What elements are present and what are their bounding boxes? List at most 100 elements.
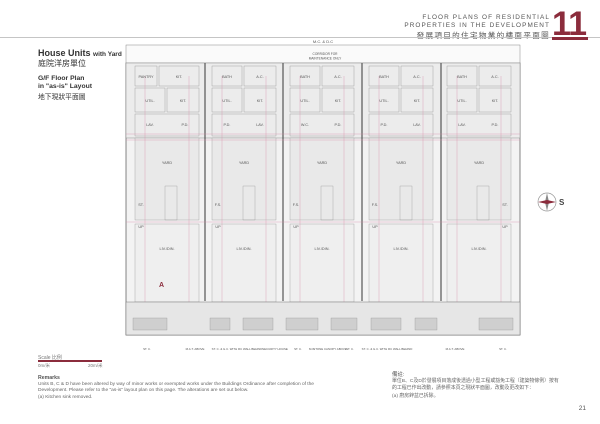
room-up-1: UP	[138, 225, 144, 229]
scale-label: Scale 比例	[38, 355, 62, 361]
top-label: M.C. & D.C	[313, 39, 333, 44]
room-liv-2: LIV./DIN.	[236, 247, 251, 251]
section-number: 11	[552, 5, 587, 43]
room-bath-5: BATH	[457, 75, 467, 79]
room-pd-1: P.D.	[182, 123, 189, 127]
floor-title-en: G/F Floor Plan in "as-is" Layout	[38, 75, 92, 91]
room-bath-2: BATH	[222, 75, 232, 79]
bottom-label-5: M.C.	[309, 347, 315, 351]
plan-title-suffix: with Yard	[93, 51, 122, 58]
notes-zh-note-1: (a) 廚房鋅盆已拆除。	[392, 393, 439, 399]
unit-label-a: A	[159, 282, 164, 289]
room-liv-1: LIV./DIN.	[159, 247, 174, 251]
room-lav-2: LAV.	[256, 123, 264, 127]
room-up-5: UP	[502, 225, 508, 229]
bottom-label-8: ST. C. & G.C. WITH RC WALL BEHIND	[362, 347, 413, 351]
room-pd-5: P.D.	[492, 123, 499, 127]
floor-plan-drawing: M.C. & D.C CORRIDOR FOR MAINTENANCE ONLY	[125, 39, 521, 351]
bottom-label-9: M.A.T. ABOVE	[446, 347, 465, 351]
room-wc-3: W.C.	[301, 123, 309, 127]
header-title-zh: 發展項目的住宅物業的樓面平面圖	[416, 31, 550, 40]
room-ac-3: A.C.	[334, 75, 341, 79]
bottom-label-10: ST. C.	[499, 347, 507, 351]
room-pantry: PANTRY	[138, 75, 154, 79]
room-fs-2: F.S.	[215, 203, 222, 207]
room-bath-4: BATH	[379, 75, 389, 79]
room-ac-2: A.C.	[256, 75, 263, 79]
room-labels: PANTRY KIT. UTIL. KIT. BATH A.C. UTIL. K…	[138, 75, 508, 251]
compass-icon: S	[537, 192, 565, 212]
bottom-label-6: STONE CANOPY ABOVE	[313, 347, 347, 351]
service-rooms	[134, 65, 512, 137]
room-yard-1: YARD	[162, 161, 173, 165]
compass-direction: S	[559, 198, 565, 207]
room-yard-4: YARD	[396, 161, 407, 165]
room-pd-2: P.D.	[224, 123, 231, 127]
room-yard-2: YARD	[239, 161, 250, 165]
plan-title-zh: 庭院洋房單位	[38, 59, 86, 68]
corridor-label-1: CORRIDOR FOR	[313, 52, 339, 56]
room-lav-5: LAV.	[458, 123, 466, 127]
unit-walls	[204, 63, 442, 301]
room-kitchen-5: KIT.	[492, 99, 499, 103]
plan-title-en: House Units with Yard	[38, 48, 122, 58]
room-pd-3: P.D.	[335, 123, 342, 127]
remarks-note-1: (a) Kitchen sink removed.	[38, 394, 93, 400]
stair-hatching	[164, 185, 490, 221]
room-store-5: ST.	[502, 203, 508, 207]
service-band	[125, 62, 521, 139]
bottom-label-1: M.A.T. ABOVE	[186, 347, 205, 351]
room-up-3: UP	[293, 225, 299, 229]
room-utility-1: UTIL.	[145, 99, 154, 103]
bottom-labels: ST. C. M.A.T. ABOVE ST. C. & G.C. WITH R…	[143, 347, 507, 351]
notes-zh-title: 備註:	[392, 372, 405, 378]
room-lav-4: LAV.	[413, 123, 421, 127]
room-kitchen-3: KIT.	[335, 99, 342, 103]
room-fs-3: F.S.	[293, 203, 300, 207]
scale-max: 20m/米	[88, 363, 103, 368]
room-up-4: UP	[372, 225, 378, 229]
yard-areas	[134, 137, 512, 221]
room-fs-4: F.S.	[372, 203, 379, 207]
header-divider	[0, 37, 600, 38]
room-yard-3: YARD	[317, 161, 328, 165]
room-ac-4: A.C.	[413, 75, 420, 79]
room-utility-2: UTIL.	[222, 99, 231, 103]
room-store-1: ST.	[138, 203, 144, 207]
page-number: 21	[578, 405, 586, 412]
remarks-body: Units B, C & D have been altered by way …	[38, 382, 328, 401]
room-up-2: UP	[215, 225, 221, 229]
scale-min: 0m/米	[38, 363, 51, 368]
room-bath-3: BATH	[300, 75, 310, 79]
room-ac-5: A.C.	[491, 75, 498, 79]
corridor-label-2: MAINTENANCE ONLY	[309, 57, 342, 61]
notes-zh-body: 單位B、C及D於發展項目落成後透過小型工程或豁免工程（建築物條例）按有的工程已作…	[392, 378, 562, 400]
bottom-label-3: SECURITY HOUSE	[262, 347, 288, 351]
room-liv-4: LIV./DIN.	[393, 247, 408, 251]
room-kitchen-1b: KIT.	[180, 99, 187, 103]
room-liv-3: LIV./DIN.	[314, 247, 329, 251]
floor-title-line1: G/F Floor Plan	[38, 75, 85, 82]
bottom-label-0: ST. C.	[143, 347, 151, 351]
room-kitchen-1: KIT.	[176, 75, 183, 79]
header-accent-strip	[552, 37, 588, 40]
bottom-label-7: ST. C.	[346, 347, 354, 351]
bottom-label-4: ST. C.	[294, 347, 302, 351]
porch-band	[125, 301, 521, 336]
remarks-title: Remarks	[38, 375, 60, 381]
scale-bar	[38, 360, 102, 362]
room-yard-5: YARD	[474, 161, 485, 165]
room-kitchen-4: KIT.	[414, 99, 421, 103]
remarks-text: Units B, C & D have been altered by way …	[38, 382, 314, 394]
plan-title-main: House Units	[38, 48, 91, 58]
room-liv-5: LIV./DIN.	[471, 247, 486, 251]
header-title-en: FLOOR PLANS OF RESIDENTIAL PROPERTIES IN…	[404, 14, 550, 29]
room-lav-1: LAV.	[146, 123, 154, 127]
room-utility-3: UTIL.	[300, 99, 309, 103]
floor-title-zh: 地下現狀平面圖	[38, 94, 86, 101]
notes-zh-text: 單位B、C及D於發展項目落成後透過小型工程或豁免工程（建築物條例）按有的工程已作…	[392, 379, 559, 392]
porch-blocks	[132, 317, 514, 331]
room-utility-5: UTIL.	[457, 99, 466, 103]
living-areas	[134, 223, 512, 303]
floor-title-line2: in "as-is" Layout	[38, 83, 93, 90]
